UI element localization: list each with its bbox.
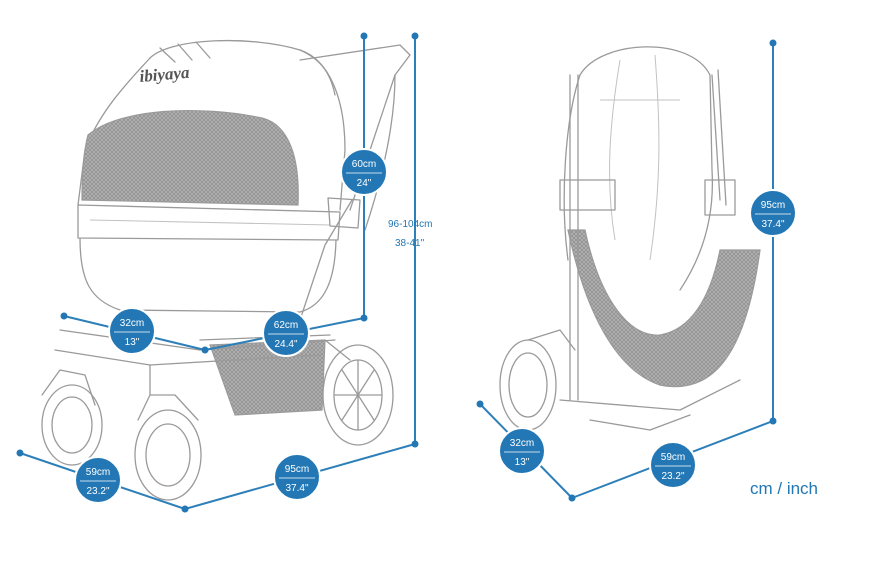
badge-folded-height: 95cm 37.4" xyxy=(749,189,797,237)
folded-height-cm: 95cm xyxy=(761,200,785,211)
length-cm: 95cm xyxy=(285,464,309,475)
unit-legend: cm / inch xyxy=(750,479,818,498)
badge-width-left: 59cm 23.2" xyxy=(74,456,122,504)
folded-width-cm: 59cm xyxy=(661,452,685,463)
left-dimension-lines xyxy=(16,32,419,513)
badge-seat-height: 60cm 24" xyxy=(340,148,388,196)
height-cm: 96-104cm xyxy=(388,219,432,230)
seat-depth-inch: 24.4" xyxy=(274,339,297,350)
folded-height-inch: 37.4" xyxy=(761,219,784,230)
badge-folded-thickness: 32cm 13" xyxy=(498,427,546,475)
seat-width-cm: 32cm xyxy=(120,318,144,329)
brand-logo: ibiyaya xyxy=(139,63,191,86)
width-left-cm: 59cm xyxy=(86,467,110,478)
seat-height-inch: 24" xyxy=(357,178,372,189)
badge-folded-width: 59cm 23.2" xyxy=(649,441,697,489)
length-inch: 37.4" xyxy=(285,483,308,494)
width-left-inch: 23.2" xyxy=(86,486,109,497)
badge-overall-height: 96-104cm 38-41" xyxy=(388,219,432,249)
folded-thickness-cm: 32cm xyxy=(510,438,534,449)
seat-width-inch: 13" xyxy=(125,337,140,348)
folded-thickness-inch: 13" xyxy=(515,457,530,468)
badge-length: 95cm 37.4" xyxy=(273,453,321,501)
folded-stroller-illustration xyxy=(499,46,761,431)
seat-height-cm: 60cm xyxy=(352,159,376,170)
seat-depth-cm: 62cm xyxy=(274,320,298,331)
height-inch: 38-41" xyxy=(395,238,425,249)
open-stroller-illustration xyxy=(41,39,411,501)
badge-seat-depth: 62cm 24.4" xyxy=(262,309,310,357)
badge-seat-width: 32cm 13" xyxy=(108,307,156,355)
folded-width-inch: 23.2" xyxy=(661,471,684,482)
